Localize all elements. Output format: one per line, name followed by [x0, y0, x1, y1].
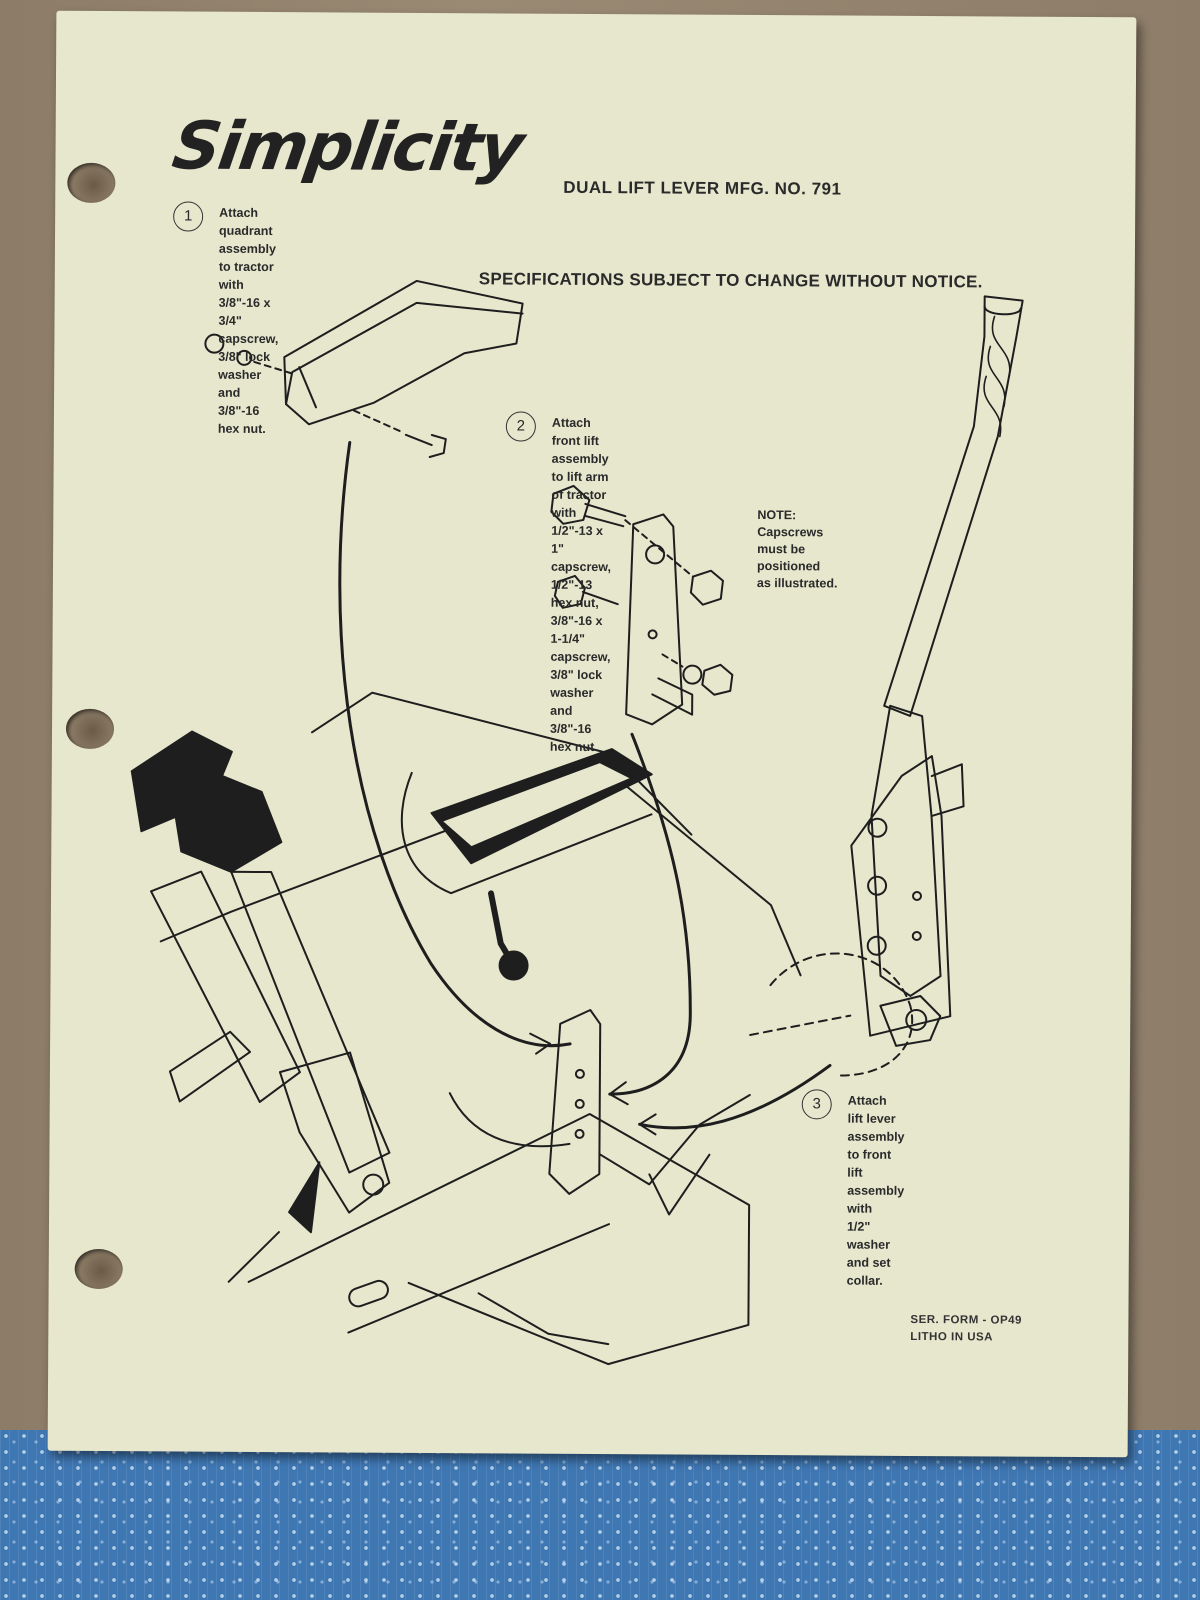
front-lift-plate [625, 513, 684, 726]
hex-nut-2a [689, 569, 724, 606]
litho-note: LITHO IN USA [910, 1330, 994, 1344]
step-3-number: 3 [801, 1089, 832, 1120]
hex-nut-1 [204, 333, 225, 354]
lever-bracket [850, 755, 952, 1037]
fabric-surface [0, 1430, 1200, 1600]
note-text: Capscrews must be positioned as illustra… [756, 525, 838, 591]
step-1-text: Attach quadrant assembly to tractor with… [217, 205, 279, 437]
hex-nut-2b [701, 663, 734, 696]
assembly-illustration [130, 279, 1024, 1366]
note: NOTE: Capscrews must be positioned as il… [757, 507, 838, 592]
footer: SER. FORM - OP49 LITHO IN USA [910, 1312, 1022, 1347]
lock-washer-1 [236, 349, 253, 366]
capscrew-2a [550, 484, 627, 528]
set-collar [879, 995, 942, 1047]
lock-washer-2 [682, 664, 703, 685]
lift-cable [338, 441, 572, 1048]
document-title: DUAL LIFT LEVER MFG. NO. 791 [563, 177, 842, 199]
note-heading: NOTE: [757, 508, 797, 523]
capscrew-2b [553, 574, 619, 609]
step-3-text: Attach lift lever assembly to front lift… [846, 1093, 905, 1288]
instruction-sheet: Simplicity DUAL LIFT LEVER MFG. NO. 791 … [47, 10, 1137, 1458]
step-2-text: Attach front lift assembly to lift arm o… [549, 415, 612, 755]
step-2-number: 2 [505, 411, 536, 442]
capscrew-1 [404, 433, 447, 459]
step-1-number: 1 [173, 201, 204, 232]
form-number: SER. FORM - OP49 [910, 1313, 1022, 1327]
quadrant-assembly [283, 279, 524, 426]
brand-logo: Simplicity [167, 107, 527, 187]
lift-lever [883, 295, 1024, 717]
lift-arm-outline [769, 952, 913, 1077]
specifications-notice: SPECIFICATIONS SUBJECT TO CHANGE WITHOUT… [478, 269, 983, 292]
lower-lift-link [548, 1008, 602, 1195]
